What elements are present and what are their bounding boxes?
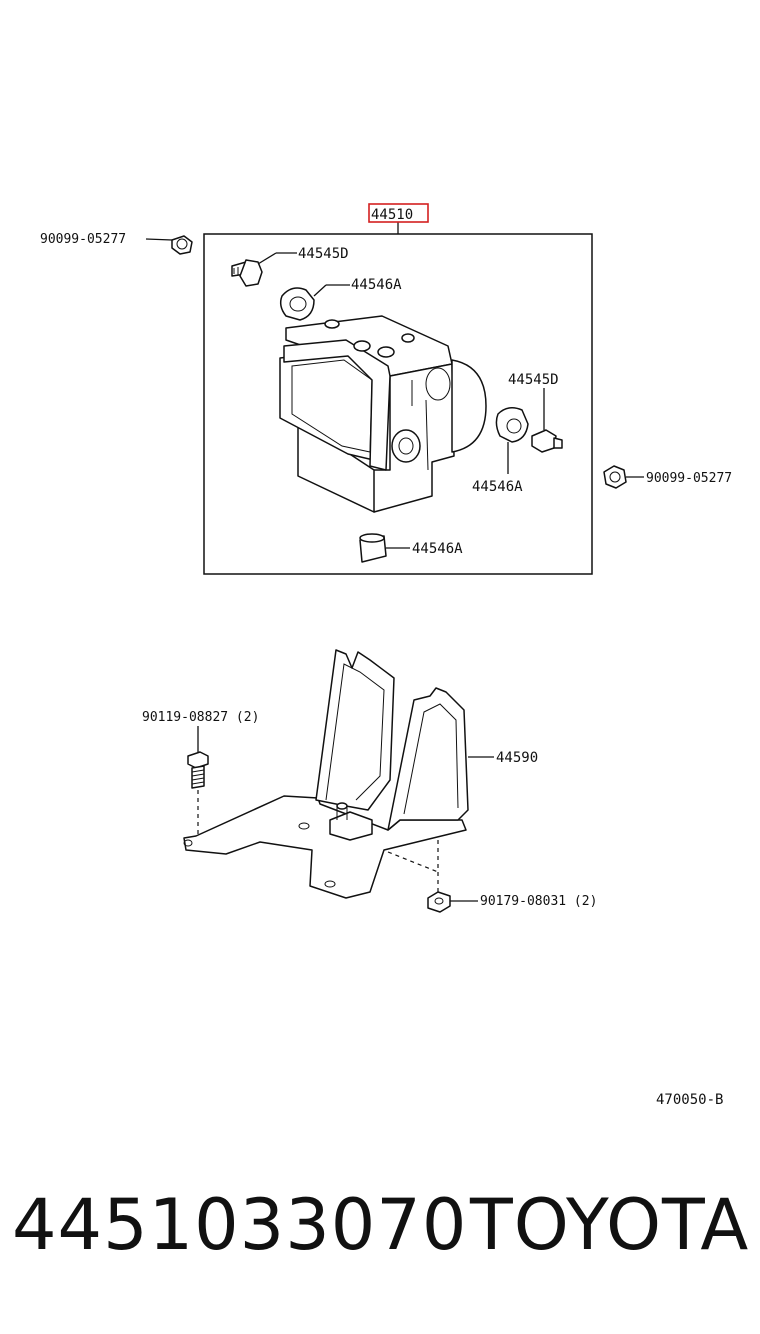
- callout-cushion-right[interactable]: 44546A: [472, 479, 523, 495]
- bolt-right-icon: [603, 465, 627, 489]
- bracket-bolt-icon: [187, 751, 209, 789]
- callout-bracket-bolt[interactable]: 90119-08827 (2): [142, 710, 259, 725]
- callout-cushion-top[interactable]: 44546A: [351, 277, 402, 293]
- bracket-icon: [183, 649, 469, 899]
- bolt-left-icon: [171, 235, 193, 255]
- figure-code: 470050-B: [656, 1092, 723, 1108]
- callout-bracket[interactable]: 44590: [496, 750, 538, 766]
- bracket-nut-icon: [427, 891, 451, 913]
- stud-right-icon: [531, 429, 563, 453]
- callout-44510[interactable]: 44510: [371, 207, 413, 223]
- cushion-right-icon: [495, 407, 529, 443]
- highlight-box: [368, 203, 429, 223]
- abs-actuator-icon: [279, 315, 487, 513]
- stud-top-icon: [231, 259, 263, 287]
- callout-bolt-right[interactable]: 90099-05277: [646, 471, 732, 486]
- cushion-bottom-icon: [359, 533, 387, 563]
- callout-bracket-nut[interactable]: 90179-08031 (2): [480, 894, 597, 909]
- cushion-top-icon: [279, 287, 315, 321]
- callout-cushion-bottom[interactable]: 44546A: [412, 541, 463, 557]
- brand-name: TOYOTA: [470, 1184, 750, 1266]
- callout-stud-top[interactable]: 44545D: [298, 246, 349, 262]
- callout-bolt-left[interactable]: 90099-05277: [40, 232, 126, 247]
- callout-stud-right[interactable]: 44545D: [508, 372, 559, 388]
- part-number: 4451033070: [12, 1184, 468, 1266]
